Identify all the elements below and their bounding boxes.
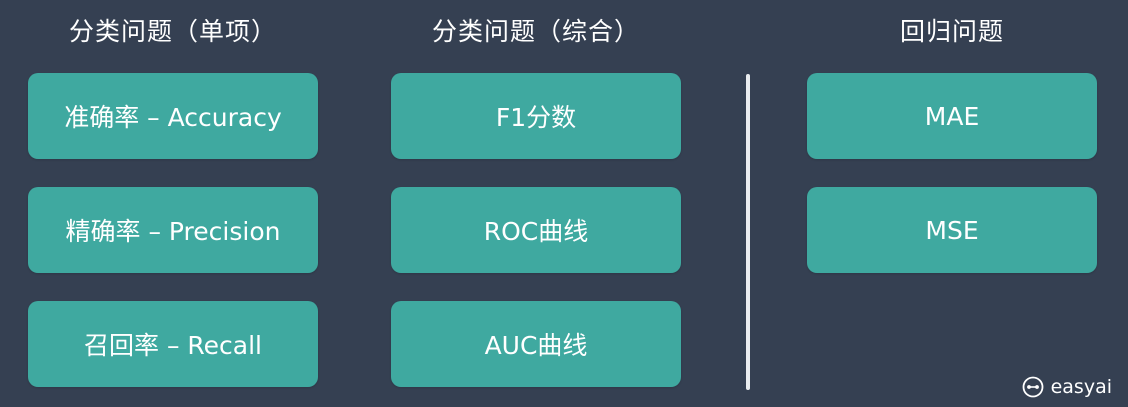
heading-regression: 回归问题	[899, 17, 1004, 46]
card-auc-curve: AUC曲线	[391, 301, 681, 387]
brand-name: easyai	[1050, 376, 1112, 398]
heading-classification-combined: 分类问题（综合）	[431, 17, 640, 46]
link-icon	[1022, 376, 1044, 398]
column-divider	[746, 74, 750, 390]
card-mae: MAE	[807, 73, 1097, 159]
heading-classification-single: 分类问题（单项）	[68, 17, 277, 46]
easyai-logo: easyai	[1022, 375, 1112, 399]
card-mse: MSE	[807, 187, 1097, 273]
card-recall: 召回率 – Recall	[28, 301, 318, 387]
card-accuracy: 准确率 – Accuracy	[28, 73, 318, 159]
card-roc-curve: ROC曲线	[391, 187, 681, 273]
card-precision: 精确率 – Precision	[28, 187, 318, 273]
card-f1-score: F1分数	[391, 73, 681, 159]
